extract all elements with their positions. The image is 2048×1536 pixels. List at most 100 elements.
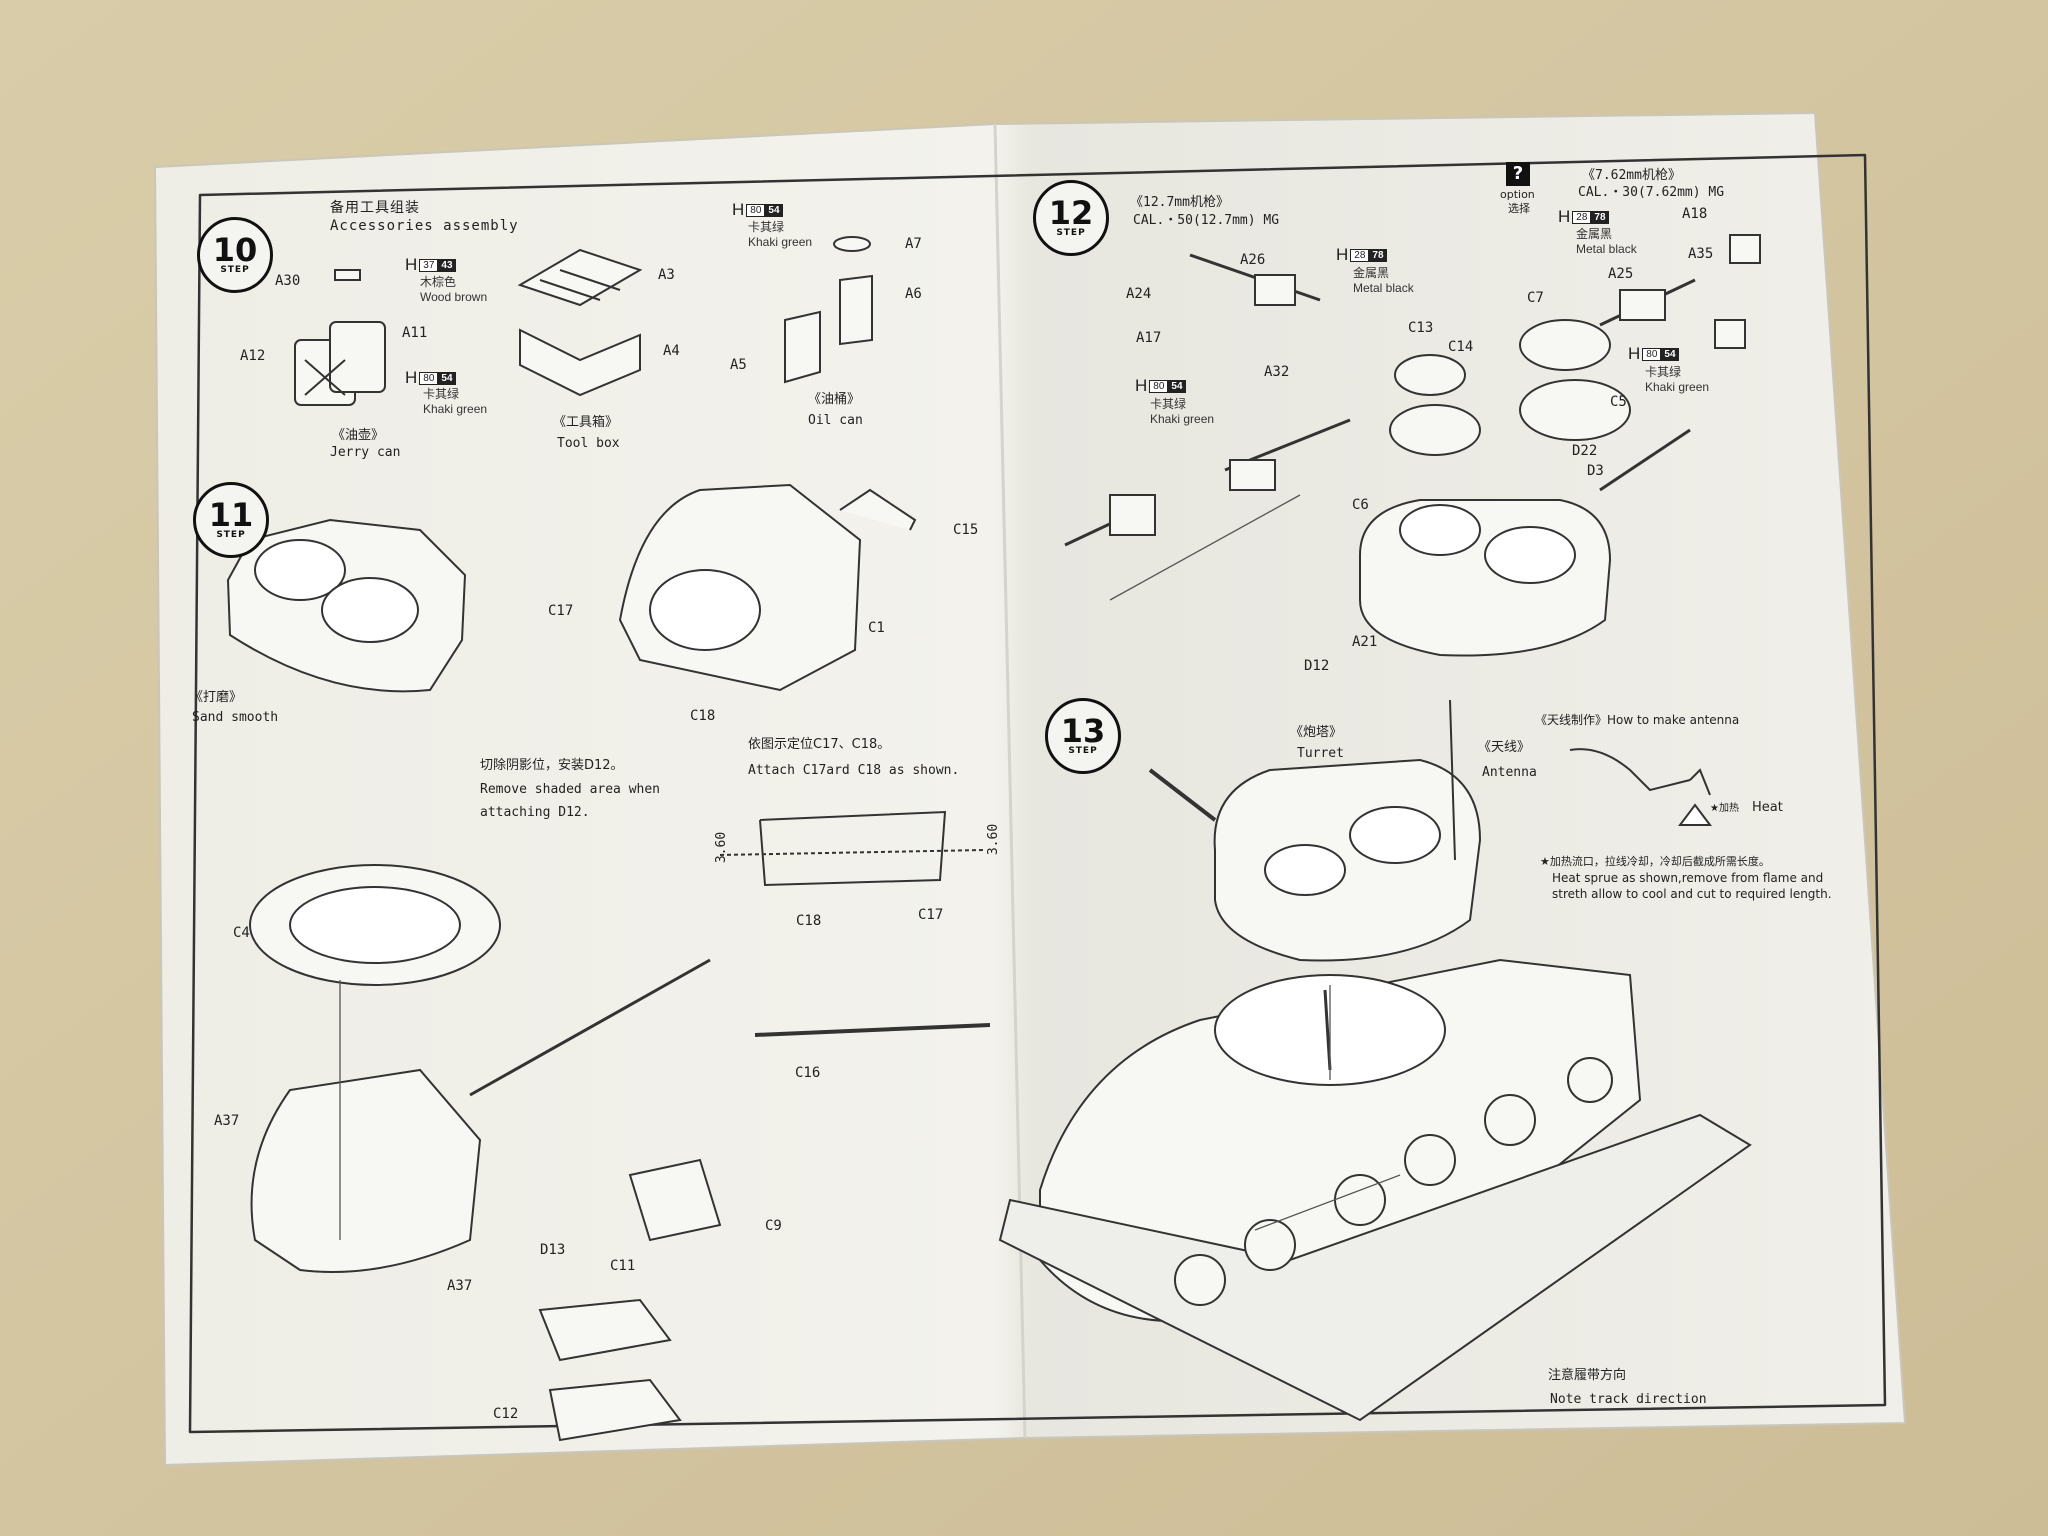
part-c15: C15	[953, 522, 979, 538]
jerry-can-drawing	[294, 269, 386, 406]
step-12-badge: 12 STEP	[1033, 180, 1109, 256]
part-c12: C12	[493, 1406, 519, 1422]
turret-label-cn: 《炮塔》	[1290, 725, 1343, 740]
step-word: STEP	[220, 265, 250, 275]
antenna-note-en-1: Heat sprue as shown,remove from flame an…	[1552, 871, 1824, 885]
sand-smooth-cn: 《打磨》	[190, 690, 243, 705]
cut-instruction-cn: 切除阴影位，安装D12。	[480, 758, 624, 773]
step-13-badge: 13 STEP	[1045, 698, 1121, 774]
cut-instruction-en-1: Remove shaded area when	[480, 782, 661, 797]
part-a7: A7	[905, 236, 922, 252]
part-a18: A18	[1682, 206, 1708, 222]
part-d3: D3	[1587, 463, 1604, 479]
part-c14: C14	[1448, 339, 1474, 355]
part-d12: D12	[1304, 658, 1330, 674]
turret-assembly-drawing	[249, 864, 991, 1442]
part-a4: A4	[663, 343, 680, 359]
part-a3: A3	[658, 267, 675, 283]
part-a25: A25	[1608, 266, 1634, 282]
antenna-note-cn: ★加热流口，拉线冷却，冷却后截成所需长度。	[1540, 855, 1770, 868]
part-a17: A17	[1136, 330, 1162, 346]
part-c17: C17	[548, 603, 574, 619]
tool-box-label-en: Tool box	[557, 436, 620, 451]
step-number: 12	[1048, 194, 1094, 232]
part-a21: A21	[1352, 634, 1378, 650]
antenna-label-cn: 《天线》	[1478, 740, 1531, 755]
dimension-left: 3.60	[714, 831, 730, 864]
part-d13: D13	[540, 1242, 566, 1258]
option-label-en: option	[1500, 188, 1535, 201]
oil-can-label-en: Oil can	[808, 413, 863, 428]
track-note-cn: 注意履带方向	[1548, 1368, 1627, 1383]
heat-label-en: Heat	[1752, 800, 1783, 815]
part-a11: A11	[402, 325, 428, 341]
part-c18: C18	[690, 708, 716, 724]
mg50-title-cn: 《12.7mm机枪》	[1130, 195, 1229, 210]
step-10-badge: 10 STEP	[197, 217, 273, 293]
c17-c18-positioning-diagram	[719, 810, 986, 887]
part-a32: A32	[1264, 364, 1290, 380]
sheet-frame	[188, 153, 1887, 1434]
mg30-title-en: CAL.・30(7.62mm) MG	[1578, 185, 1725, 200]
tool-box-drawing	[517, 248, 643, 397]
oil-can-label-cn: 《油桶》	[808, 392, 861, 407]
turret-label-en: Turret	[1297, 746, 1344, 761]
part-a12: A12	[240, 348, 266, 364]
antenna-howto-drawing	[1569, 748, 1712, 826]
machine-gun-drawings	[1064, 234, 1761, 547]
dimension-right: 3.60	[986, 823, 1002, 856]
antenna-howto-title: 《天线制作》How to make antenna	[1535, 713, 1740, 727]
sand-smooth-en: Sand smooth	[192, 710, 279, 725]
step-number: 13	[1060, 712, 1106, 750]
step-10-title-cn: 备用工具组装	[330, 200, 420, 216]
part-a6: A6	[905, 286, 922, 302]
mg30-title-cn: 《7.62mm机枪》	[1582, 168, 1681, 183]
turret-top-drawing	[226, 518, 467, 693]
antenna-label-en: Antenna	[1482, 765, 1537, 780]
part-c13: C13	[1408, 320, 1434, 336]
step-10-title-en: Accessories assembly	[330, 218, 519, 234]
turret-step12-drawing	[1359, 319, 1691, 657]
part-a35: A35	[1688, 246, 1714, 262]
tool-box-label-cn: 《工具箱》	[553, 415, 619, 430]
part-a24: A24	[1126, 286, 1152, 302]
part-c9: C9	[765, 1218, 782, 1234]
option-label-cn: 选择	[1508, 202, 1530, 215]
part-c11: C11	[610, 1258, 636, 1274]
attach-instruction-en: Attach C17ard C18 as shown.	[748, 763, 960, 778]
part-c16: C16	[795, 1065, 821, 1081]
part-c7: C7	[1527, 290, 1544, 306]
part-a30: A30	[275, 273, 301, 289]
part-a37-lower: A37	[447, 1278, 473, 1294]
jerry-can-label-cn: 《油壶》	[332, 428, 385, 443]
part-a5: A5	[730, 357, 747, 373]
part-c17-diagram: C17	[918, 907, 944, 923]
step-word: STEP	[1068, 746, 1098, 756]
part-c6: C6	[1352, 497, 1369, 513]
step-word: STEP	[1056, 228, 1086, 238]
step-number: 10	[212, 231, 258, 269]
part-a37: A37	[214, 1113, 240, 1129]
part-a26: A26	[1240, 252, 1266, 268]
option-icon: ?	[1506, 162, 1530, 186]
part-c1: C1	[868, 620, 885, 636]
track-note-en: Note track direction	[1550, 1392, 1707, 1407]
mg50-title-en: CAL.・50(12.7mm) MG	[1133, 213, 1280, 228]
turret-body-drawing	[618, 483, 917, 692]
cut-instruction-en-2: attaching D12.	[480, 805, 590, 820]
jerry-can-label-en: Jerry can	[330, 445, 401, 460]
oil-can-drawing	[784, 236, 873, 384]
part-d22: D22	[1572, 443, 1598, 459]
